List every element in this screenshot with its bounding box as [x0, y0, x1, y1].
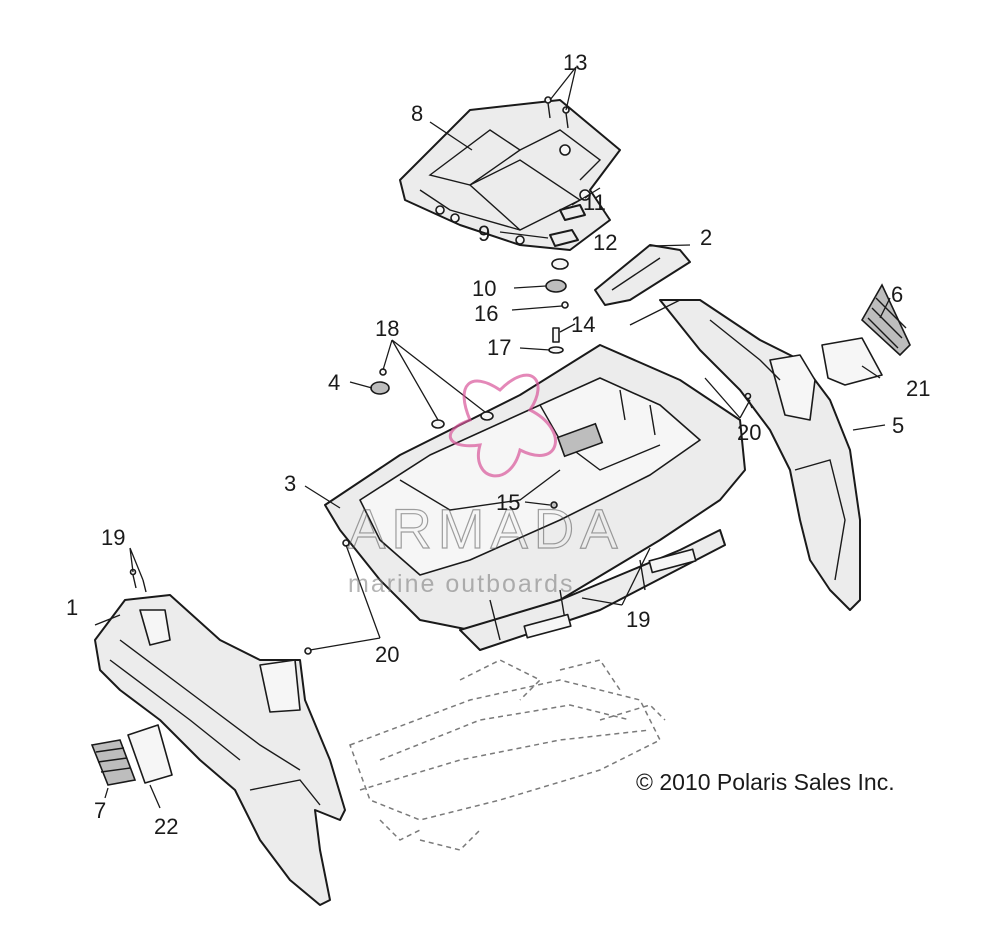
callout-19-right: 19 [626, 607, 650, 632]
callout-20-right: 20 [737, 420, 761, 445]
callout-10: 10 [472, 276, 496, 301]
callout-7: 7 [94, 798, 106, 823]
watermark-brand: ARMADA [348, 497, 624, 560]
callout-labels: 1 2 3 4 5 6 7 8 9 10 11 12 13 14 15 16 1… [66, 50, 930, 839]
callout-14: 14 [571, 312, 595, 337]
callout-9: 9 [478, 221, 490, 246]
watermark-tagline: marine outboards [348, 570, 575, 598]
callout-12: 12 [593, 230, 617, 255]
callout-6: 6 [891, 282, 903, 307]
part-5-right-fender [629, 299, 861, 611]
watermark: ARMADA marine outboards [347, 373, 624, 598]
callout-2: 2 [700, 225, 712, 250]
part-1-left-fender [94, 594, 346, 906]
callout-3: 3 [284, 471, 296, 496]
callout-8: 8 [411, 101, 423, 126]
part-18-fasteners [379, 368, 494, 429]
part-21-pad [821, 337, 883, 386]
callout-5: 5 [892, 413, 904, 438]
chassis-frame [349, 659, 666, 851]
stud-and-washer [548, 327, 564, 354]
callout-15: 15 [496, 490, 520, 515]
callout-20-left: 20 [375, 642, 399, 667]
part-7-grille [90, 739, 137, 786]
watermark-logo [448, 373, 557, 478]
part-19-screw-left [129, 568, 147, 593]
callout-18: 18 [375, 316, 399, 341]
callout-11: 11 [583, 190, 606, 215]
part-8-cover-panel [399, 99, 621, 251]
part-3-cargo-bed [324, 344, 746, 651]
part-15-bolt [550, 501, 558, 509]
latch-assembly [545, 204, 586, 309]
callout-17: 17 [487, 335, 511, 360]
part-6-grille [860, 283, 911, 357]
leader-lines [94, 66, 891, 809]
part-4-clip [370, 381, 390, 395]
part-20-clips-left [304, 539, 350, 655]
callout-4: 4 [328, 370, 340, 395]
copyright-notice: © 2010 Polaris Sales Inc. [636, 769, 895, 795]
callout-16: 16 [474, 301, 498, 326]
callout-1: 1 [66, 595, 78, 620]
callout-19-left: 19 [101, 525, 125, 550]
part-2-small-cover [594, 244, 691, 306]
callout-13: 13 [563, 50, 587, 75]
part-20-clip-right [744, 392, 753, 409]
part-13-screws [544, 96, 570, 129]
part-22-pad [127, 724, 173, 784]
callout-21: 21 [906, 376, 930, 401]
callout-22: 22 [154, 814, 178, 839]
